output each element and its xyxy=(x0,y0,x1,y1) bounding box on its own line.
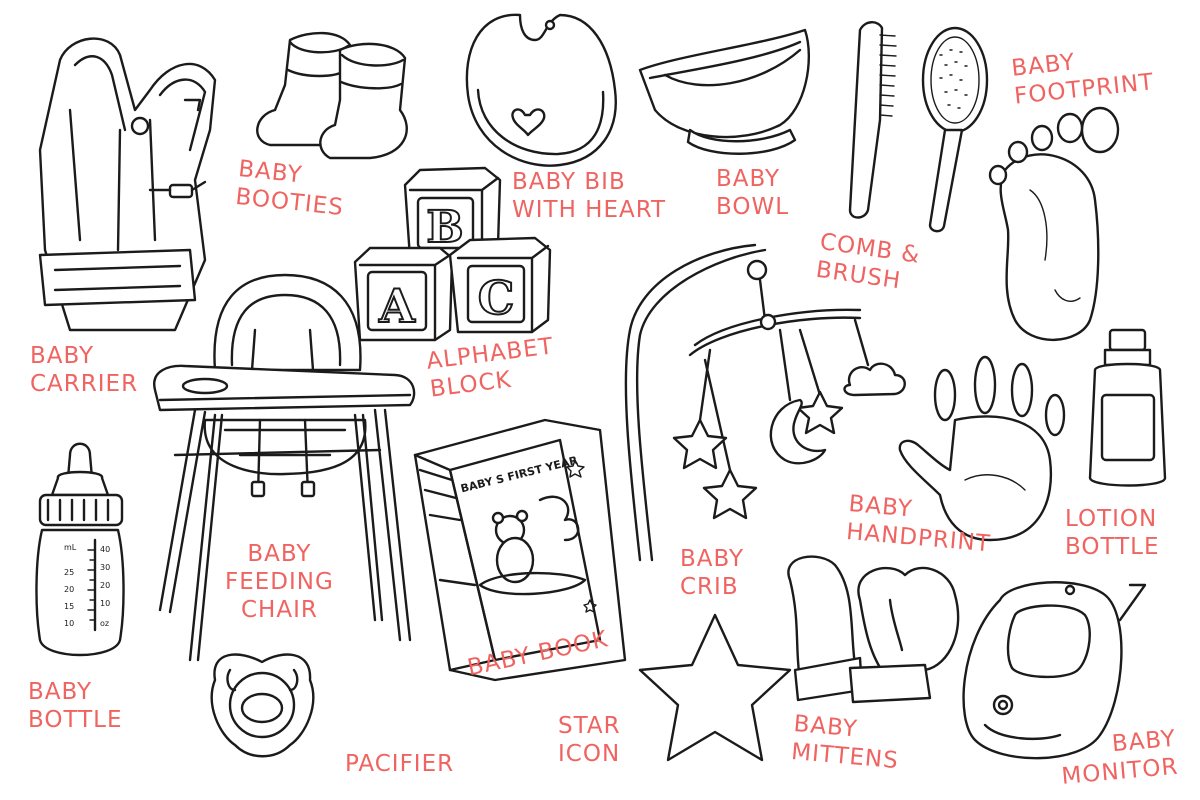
label-star-icon-line2: ICON xyxy=(558,741,621,767)
label-baby-monitor: BABY MONITOR xyxy=(1058,725,1180,791)
baby-bib-icon xyxy=(465,13,617,167)
bottle-left-unit: mL xyxy=(64,543,77,552)
baby-mittens-icon xyxy=(787,555,960,704)
baby-bottle-icon: mL 25 20 15 10 40 30 20 10 oz xyxy=(35,442,125,657)
label-baby-mittens: BABY MITTENS xyxy=(790,710,902,775)
bottle-right-tick-2: 20 xyxy=(100,581,110,590)
alphabet-blocks-icon: B A C xyxy=(353,166,552,342)
baby-monitor-icon xyxy=(962,581,1147,760)
bottle-left-tick-3: 10 xyxy=(64,619,74,628)
label-baby-bib-line2: WITH HEART xyxy=(512,197,667,223)
brush-icon xyxy=(921,26,989,233)
baby-carrier-icon xyxy=(38,37,217,332)
block-c-letter: C xyxy=(478,271,515,325)
label-baby-bib-line1: BABY BIB xyxy=(512,169,626,195)
baby-book-icon: BABY S FIRST YEAR xyxy=(413,418,627,682)
label-baby-feeding-chair-line2: FEEDING xyxy=(225,569,334,595)
pacifier-icon xyxy=(210,653,315,758)
block-a-letter: A xyxy=(378,279,416,333)
baby-feeding-chair-icon xyxy=(153,273,416,662)
bottle-right-tick-3: 10 xyxy=(100,599,110,608)
baby-bowl-icon xyxy=(638,28,811,155)
baby-handprint-icon xyxy=(898,355,1066,542)
label-baby-crib-line2: CRIB xyxy=(680,574,739,600)
label-baby-carrier-line1: BABY xyxy=(30,343,95,369)
label-star-icon: STAR ICON xyxy=(558,712,621,768)
bottle-right-tick-0: 40 xyxy=(100,545,110,554)
label-lotion-bottle: LOTION BOTTLE xyxy=(1065,505,1160,561)
bottle-left-tick-0: 25 xyxy=(64,568,74,577)
star-icon xyxy=(638,613,792,762)
label-pacifier: PACIFIER xyxy=(345,750,454,778)
lotion-bottle-icon xyxy=(1088,328,1167,487)
comb-icon xyxy=(848,21,897,219)
label-baby-feeding-chair-line3: CHAIR xyxy=(240,597,318,623)
label-star-icon-line1: STAR xyxy=(558,713,621,739)
label-baby-carrier: BABY CARRIER xyxy=(30,342,138,398)
bottle-left-tick-1: 20 xyxy=(64,585,74,594)
label-baby-booties: BABY BOOTIES xyxy=(234,155,348,222)
baby-booties-icon xyxy=(256,31,408,160)
label-baby-bowl-line1: BABY xyxy=(716,166,781,192)
label-lotion-bottle-line1: LOTION xyxy=(1065,506,1158,532)
label-baby-bib: BABY BIB WITH HEART xyxy=(512,168,666,224)
bottle-left-tick-2: 15 xyxy=(64,602,74,611)
block-b-letter: B xyxy=(426,202,463,253)
label-baby-feeding-chair-line1: BABY xyxy=(247,541,312,567)
label-baby-carrier-line2: CARRIER xyxy=(30,371,139,397)
label-baby-bowl-line2: BOWL xyxy=(716,194,790,220)
label-baby-feeding-chair: BABY FEEDING CHAIR xyxy=(225,540,334,624)
baby-crib-mobile-icon xyxy=(624,243,906,562)
bottle-right-tick-1: 30 xyxy=(100,563,110,572)
label-baby-crib: BABY CRIB xyxy=(680,545,744,601)
label-baby-crib-line1: BABY xyxy=(680,546,745,572)
baby-footprint-icon xyxy=(988,106,1120,342)
label-baby-bowl: BABY BOWL xyxy=(716,165,789,221)
label-pacifier-line1: PACIFIER xyxy=(345,751,455,777)
bottle-right-unit: oz xyxy=(100,619,109,628)
label-lotion-bottle-line2: BOTTLE xyxy=(1065,534,1160,560)
label-baby-bottle: BABY BOTTLE xyxy=(28,678,123,734)
label-baby-bottle-line1: BABY xyxy=(28,679,93,705)
label-baby-bottle-line2: BOTTLE xyxy=(28,707,123,733)
